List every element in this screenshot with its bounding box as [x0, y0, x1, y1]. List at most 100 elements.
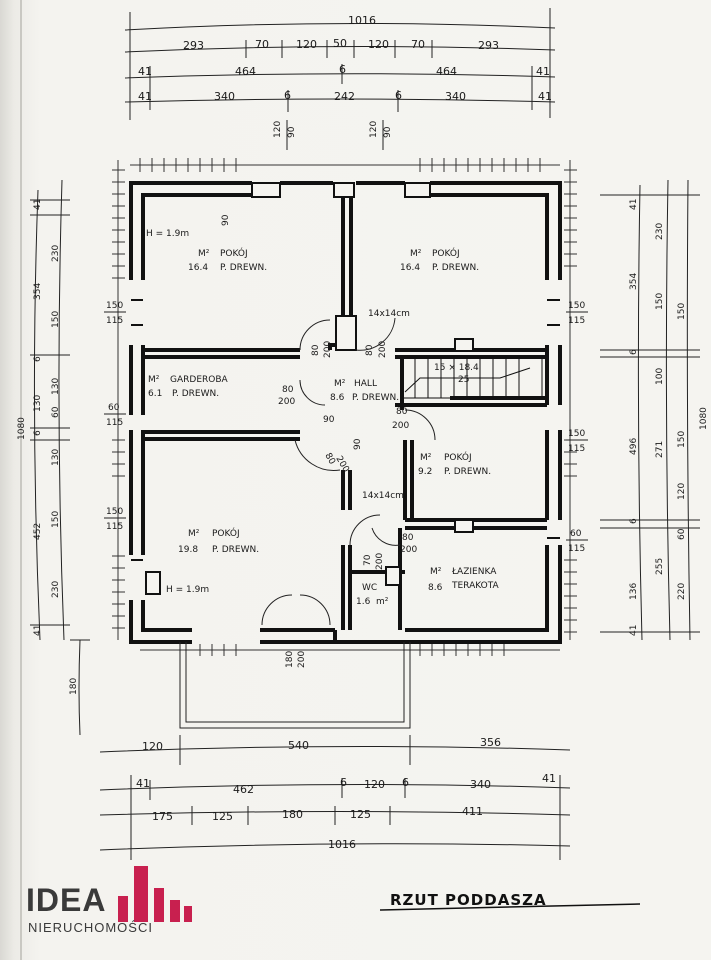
door-label-1b: 200 — [323, 341, 333, 358]
left-dimension-lines — [30, 179, 90, 736]
room-7-name: ŁAZIENKA — [451, 567, 497, 577]
dim-top-5: 120 — [368, 38, 389, 51]
dim-opening-3: 120 — [369, 121, 379, 138]
dim-left-c2-3: 130 — [51, 378, 61, 395]
room-5-floor: P. DREWN. — [444, 467, 491, 477]
door-label-7b: 200 — [375, 553, 385, 570]
right-dimension-lines — [600, 179, 700, 641]
room-1-area: 16.4 — [188, 263, 208, 273]
room-6-area: 19.8 — [178, 545, 198, 555]
win-right-1-a: 150 — [568, 301, 585, 311]
dim-right-c2-4: 271 — [655, 441, 665, 458]
dim-bot-r3-2: 125 — [212, 810, 233, 823]
room-4-unit: M² — [334, 379, 346, 389]
dim-right-1: 41 — [629, 199, 639, 210]
dim-right-c2-3: 100 — [655, 368, 665, 385]
dim-top-r3-5: 6 — [395, 89, 402, 102]
chimneys — [145, 182, 474, 595]
height-note-2: H = 1.9m — [166, 585, 209, 595]
staircase — [401, 357, 543, 399]
dim-top-r3-2: 340 — [214, 90, 235, 103]
dim-opening-4: 90 — [383, 126, 393, 138]
dim-top-6: 70 — [411, 38, 425, 51]
room-5-name: POKÓJ — [444, 451, 472, 463]
dim-top-r3-4: 242 — [334, 90, 355, 103]
room-8-area: 1.6 — [356, 597, 371, 607]
dim-right-c3-3: 120 — [677, 483, 687, 500]
dim-left-c2-1: 230 — [51, 245, 61, 262]
dim-bot-r2-2: 462 — [233, 783, 254, 796]
room-6-floor: P. DREWN. — [212, 545, 259, 555]
room-6-unit: M² — [188, 529, 200, 539]
dim-right-c2-2: 150 — [655, 293, 665, 310]
dim-right-c3-1: 150 — [677, 303, 687, 320]
dim-bot-3: 356 — [480, 736, 501, 749]
win-right-3-a: 60 — [570, 529, 582, 539]
door-label-9b: 200 — [400, 545, 417, 555]
dim-opening-1: 120 — [273, 121, 283, 138]
dim-right-6: 136 — [629, 583, 639, 600]
dim-top-r3-7: 41 — [538, 90, 552, 103]
room-8-name: WC — [362, 583, 377, 593]
dim-top-7: 293 — [478, 39, 499, 52]
top-dimension-lines — [124, 8, 556, 150]
dim-top-overall: 1016 — [348, 14, 376, 27]
win-right-2-a: 150 — [568, 429, 585, 439]
win-left-3-a: 150 — [106, 507, 123, 517]
room-8-unit: m² — [376, 597, 389, 607]
dim-top-r2-1: 41 — [138, 65, 152, 78]
door-label-1: 80 — [311, 344, 321, 356]
logo-bars-icon — [118, 864, 198, 922]
room-2-name: POKÓJ — [432, 247, 460, 259]
door-label-2: 80 — [365, 344, 375, 356]
dim-top-r3-1: 41 — [138, 90, 152, 103]
roof-hatching — [112, 158, 577, 656]
dim-bot-1: 120 — [142, 740, 163, 753]
room-3-name: GARDEROBA — [170, 375, 229, 385]
stairs-count: 25 — [458, 375, 469, 385]
height-note-1: H = 1.9m — [146, 229, 189, 239]
room-7-floor: TERAKOTA — [451, 581, 500, 591]
door-label-3b: 200 — [278, 397, 295, 407]
dim-bot-r3-3: 180 — [282, 808, 303, 821]
dim-right-2: 354 — [629, 273, 639, 290]
dim-left-c2-2: 150 — [51, 311, 61, 328]
door-labels: 80 200 80 200 80 200 90 90 80 200 80 200… — [221, 214, 417, 570]
dim-top-r3-6: 340 — [445, 90, 466, 103]
dim-right-3: 6 — [629, 349, 639, 355]
window-labels: 150 115 60 115 150 115 150 115 150 115 6… — [104, 301, 588, 554]
dim-bot-door-1: 180 — [285, 651, 295, 668]
room-5-area: 9.2 — [418, 467, 432, 477]
win-left-2-a: 60 — [108, 403, 120, 413]
dim-right-overall: 1080 — [699, 407, 709, 430]
dim-bot-r3-1: 175 — [152, 810, 173, 823]
stairs-label: 15 × 18.4 — [434, 363, 479, 373]
dim-right-c2-1: 230 — [655, 223, 665, 240]
dim-top-1: 293 — [183, 39, 204, 52]
dim-bot-r2-4: 120 — [364, 778, 385, 791]
room-2-area: 16.4 — [400, 263, 420, 273]
logo: IDEA NIERUCHOMOŚCI — [26, 862, 206, 942]
door-label-7: 70 — [363, 554, 373, 566]
win-right-3-b: 115 — [568, 544, 585, 554]
dim-left-2: 354 — [33, 283, 43, 300]
dim-bot-overall: 1016 — [328, 838, 356, 851]
room-7-area: 8.6 — [428, 583, 443, 593]
dim-top-r2-4: 464 — [436, 65, 457, 78]
plan-title: RZUT PODDASZA — [390, 891, 547, 909]
dim-bot-r3-4: 125 — [350, 808, 371, 821]
dim-bot-r2-7: 41 — [542, 772, 556, 785]
chimney-label-2: 14x14cm — [362, 491, 404, 501]
windows — [131, 299, 560, 561]
dim-bot-2: 540 — [288, 739, 309, 752]
title-underline — [379, 903, 641, 911]
room-1-name: POKÓJ — [220, 247, 248, 259]
room-7-unit: M² — [430, 567, 442, 577]
dim-right-5: 6 — [629, 518, 639, 524]
door-label-6: 80 — [396, 407, 408, 417]
dim-left-c2-4: 60 — [51, 406, 61, 418]
chimney-label-1: 14x14cm — [368, 309, 410, 319]
dim-top-r3-3: 6 — [284, 89, 291, 102]
dim-left-c2-6: 150 — [51, 511, 61, 528]
